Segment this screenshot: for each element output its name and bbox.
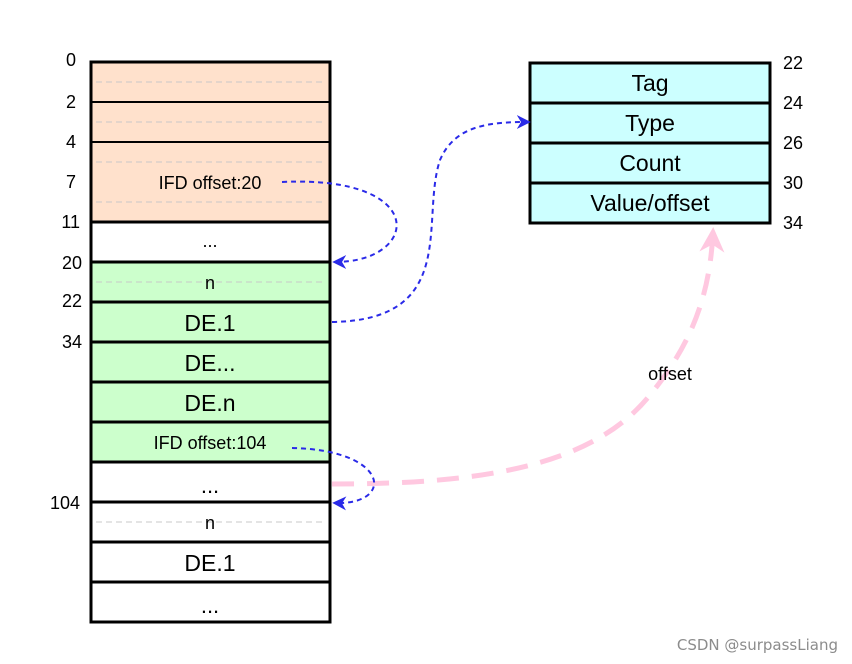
entry-field-count-label: Count <box>619 150 681 176</box>
entry-field-value-offset <box>528 181 772 225</box>
ifd1-entry-middle-label: DE... <box>184 350 235 376</box>
header-ifd-offset-label: IFD offset:20 <box>159 173 262 193</box>
gap-cell-1 <box>89 220 332 264</box>
ifd2-entry-first-label: DE.1 <box>184 550 235 576</box>
ifd1-next-offset-label: IFD offset:104 <box>154 433 267 453</box>
file-layout-column: IFD offset:20 ... n DE.1 DE... DE.n IFD … <box>89 60 332 624</box>
left-offset-labels: 0 2 4 7 11 20 22 34 104 <box>50 50 82 513</box>
header-ifd-pointer-arrow <box>281 180 398 269</box>
entry-byte-offset: 26 <box>783 133 803 153</box>
offset-label: 11 <box>61 212 80 232</box>
offset-label: 7 <box>66 172 76 192</box>
entry-field-value-offset-label: Value/offset <box>590 190 710 216</box>
entry-byte-offset: 30 <box>783 173 803 193</box>
offset-label: 22 <box>62 291 82 311</box>
entry-field-tag <box>528 61 772 105</box>
offset-label: 104 <box>50 493 80 513</box>
ifd2-entry-first-cell <box>89 540 332 584</box>
ifd1-entry-first-label: DE.1 <box>184 310 235 336</box>
ifd1-entry-last-label: DE.n <box>184 390 235 416</box>
gap-1-ellipsis: ... <box>202 231 217 251</box>
offset-label: 20 <box>62 253 82 273</box>
offset-label: 34 <box>62 332 82 352</box>
offset-label: 2 <box>66 92 76 112</box>
ifd1-next-offset-cell <box>89 420 332 464</box>
tail-ellipsis: ... <box>201 593 219 618</box>
entry-byte-offset: 24 <box>783 93 803 113</box>
entry-field-type-label: Type <box>625 110 675 136</box>
ifd1-entry-first-cell <box>89 300 332 344</box>
gap-cell-2 <box>89 460 332 504</box>
entry-byte-offset: 34 <box>783 213 803 233</box>
offset-label: 4 <box>66 132 76 152</box>
ifd2-count-label: n <box>205 513 215 533</box>
directory-entry-structure: Tag Type Count Value/offset <box>528 61 772 225</box>
right-offset-labels: 22 24 26 30 34 <box>783 53 803 233</box>
entry-field-tag-label: Tag <box>631 70 668 96</box>
entry-field-count <box>528 141 772 185</box>
entry-byte-offset: 22 <box>783 53 803 73</box>
ifd1-entry-middle-cell <box>89 340 332 384</box>
watermark: CSDN @surpassLiang <box>676 636 838 654</box>
next-ifd-pointer-arrow <box>291 447 376 511</box>
gap-2-ellipsis: ... <box>201 473 219 498</box>
ifd1-count-label: n <box>205 273 215 293</box>
value-offset-arrow <box>331 227 725 487</box>
ifd1-entry-last-cell <box>89 380 332 424</box>
entry-detail-arrow <box>331 115 531 323</box>
offset-arrow-label: offset <box>648 364 692 384</box>
offset-label: 0 <box>66 50 76 70</box>
tail-cell <box>89 580 332 624</box>
